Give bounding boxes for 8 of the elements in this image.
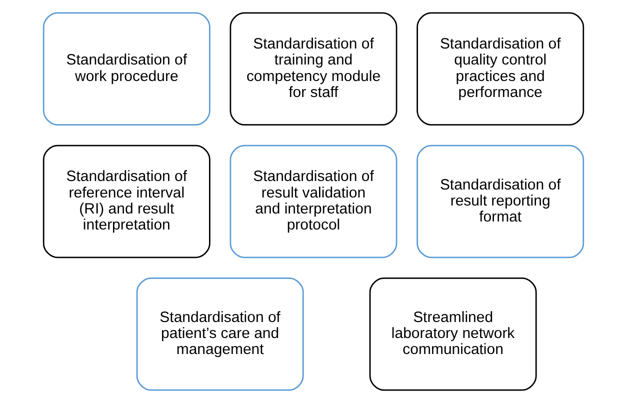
node-box: Standardisation of reference interval (RI) and result interpretation (42, 144, 210, 258)
node-box: Standardisation of work procedure (42, 12, 210, 126)
node-box: Standardisation of patient’s care and management (136, 278, 304, 391)
node-box: Standardisation of result validation and interpretation protocol (230, 144, 398, 258)
node-box: Standardisation of training and competency module for staff (230, 12, 398, 126)
node-box: Standardisation of quality control practices and performance (416, 12, 584, 126)
node-box: Streamlined laboratory network communication (369, 278, 537, 391)
node-box: Standardisation of result reporting format (416, 144, 584, 258)
